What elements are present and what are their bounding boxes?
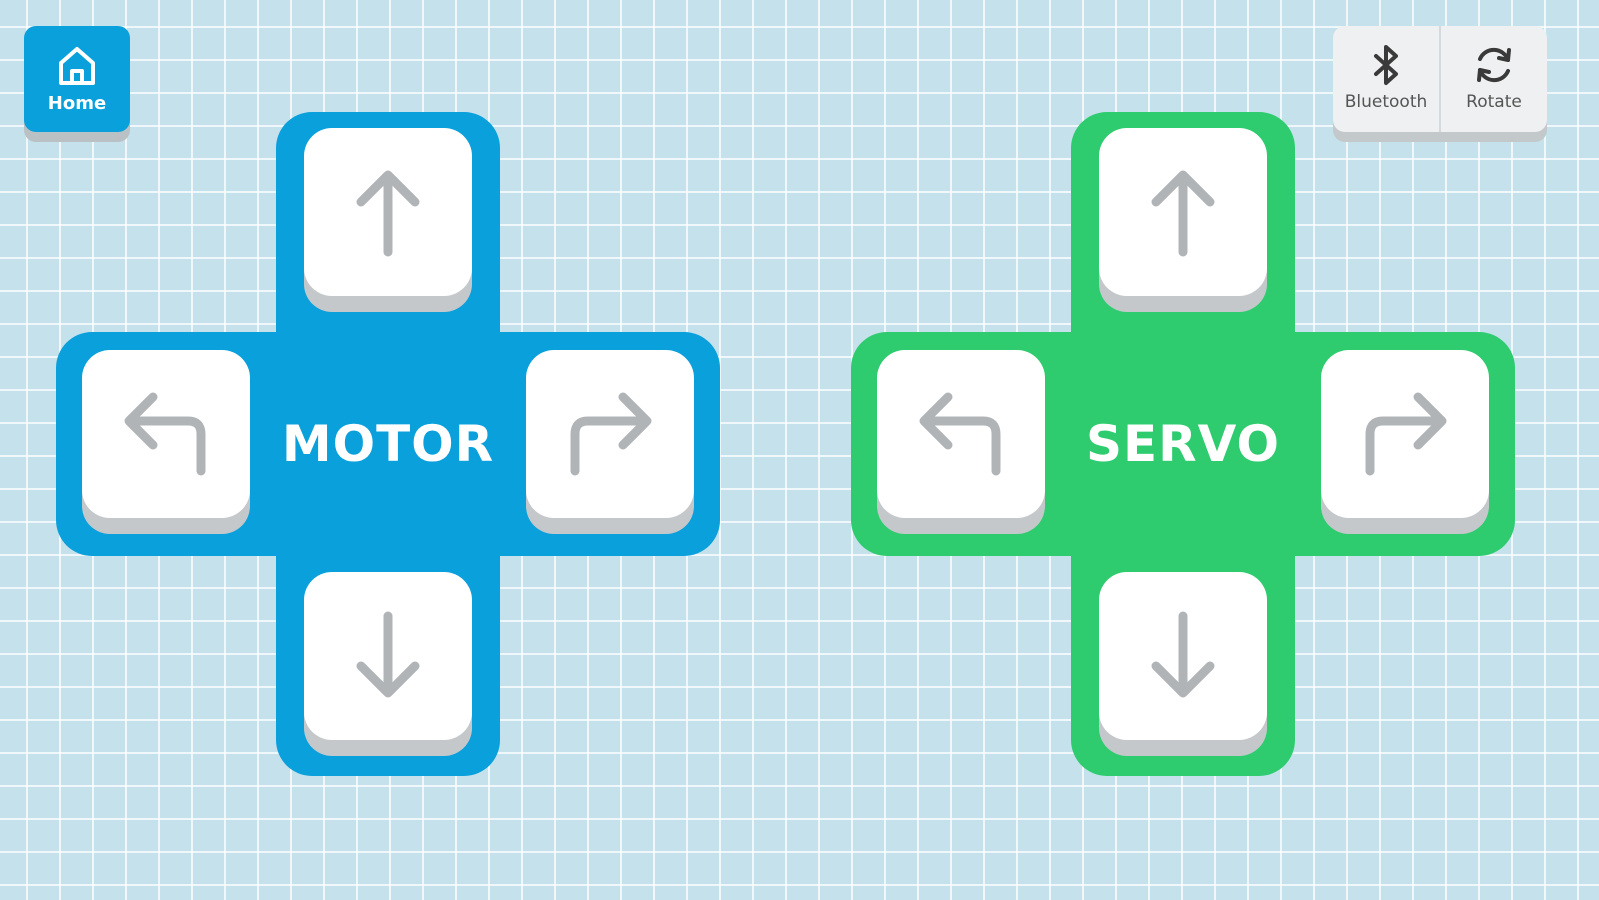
motor-backward-button[interactable] (304, 572, 472, 740)
rotate-label: Rotate (1466, 92, 1522, 112)
servo-down-button[interactable] (1099, 572, 1267, 740)
servo-up-button[interactable] (1099, 128, 1267, 296)
motor-forward-button[interactable] (304, 128, 472, 296)
bluetooth-button[interactable]: Bluetooth (1333, 26, 1439, 132)
home-label: Home (47, 92, 107, 114)
servo-left-button[interactable] (877, 350, 1045, 518)
arrow-down-icon (1151, 611, 1215, 698)
top-toolbar: Bluetooth Rotate (1333, 26, 1547, 132)
turn-right-icon (570, 392, 652, 476)
arrow-down-icon (356, 611, 420, 698)
motor-turn-left-button[interactable] (82, 350, 250, 518)
turn-right-icon (1365, 392, 1447, 476)
servo-pad: SERVO (851, 112, 1515, 776)
motor-label: MOTOR (281, 415, 495, 473)
motor-turn-right-button[interactable] (526, 350, 694, 518)
turn-left-icon (919, 392, 1001, 476)
arrow-up-icon (1151, 170, 1215, 257)
rotate-button[interactable]: Rotate (1439, 26, 1547, 132)
bluetooth-icon (1374, 45, 1398, 85)
bluetooth-label: Bluetooth (1344, 92, 1428, 112)
home-icon (59, 46, 95, 85)
motor-pad: MOTOR (56, 112, 720, 776)
rotate-icon (1477, 47, 1511, 83)
servo-right-button[interactable] (1321, 350, 1489, 518)
arrow-up-icon (356, 170, 420, 257)
turn-left-icon (124, 392, 206, 476)
home-button[interactable]: Home (24, 26, 130, 132)
servo-label: SERVO (1086, 415, 1280, 473)
